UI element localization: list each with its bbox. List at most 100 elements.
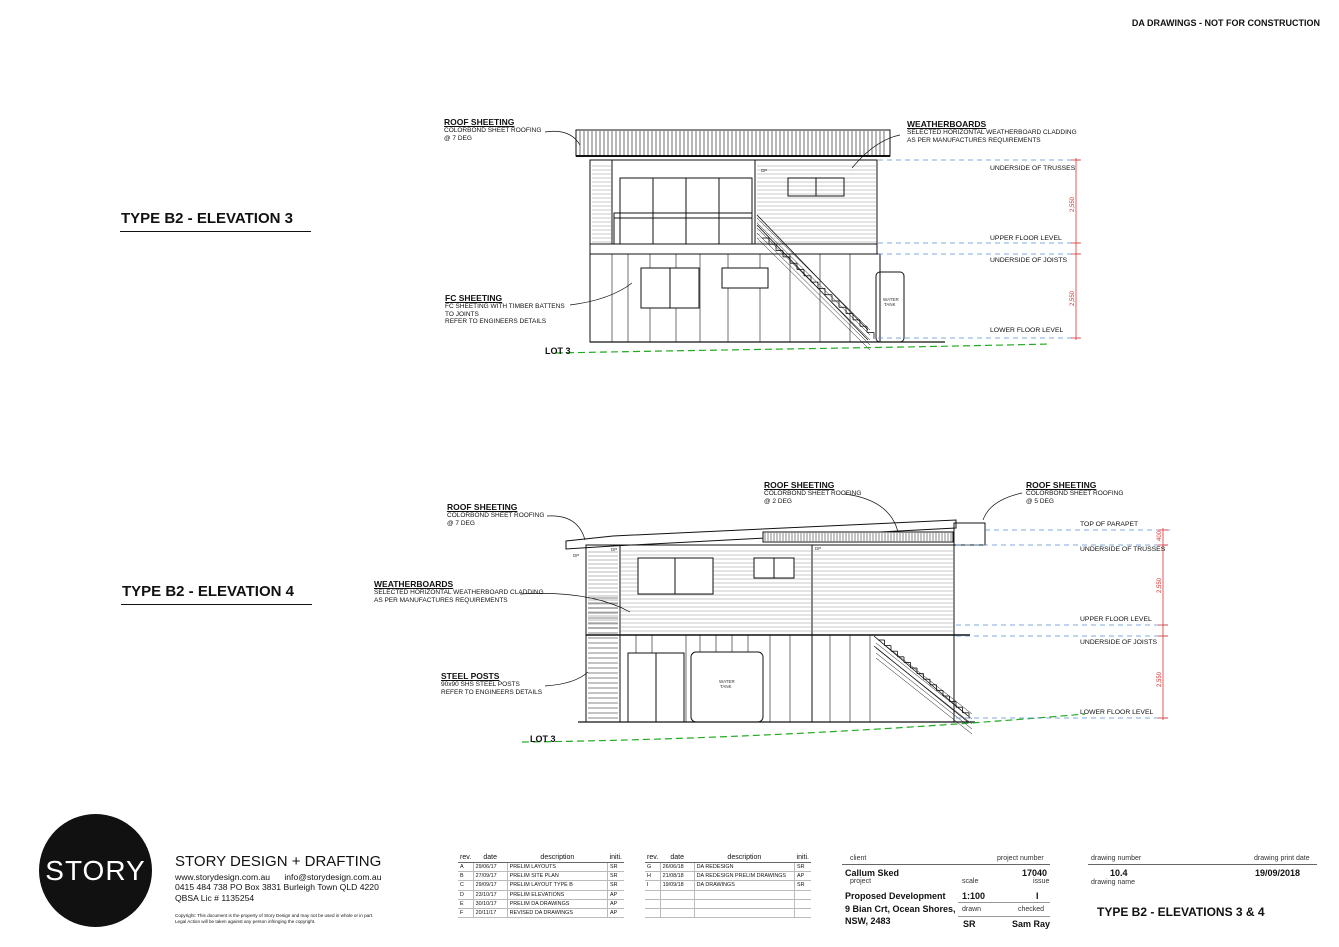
initials-header: initi. bbox=[794, 854, 811, 863]
rev-code: D bbox=[458, 890, 474, 900]
elevation-3-title: TYPE B2 - ELEVATION 3 bbox=[120, 210, 311, 232]
elev4-wb-desc-2: AS PER MANUFACTURES REQUIREMENTS bbox=[374, 596, 508, 604]
elev4-roof2-title: ROOF SHEETING bbox=[764, 480, 835, 490]
project-number: 17040 bbox=[1022, 868, 1048, 878]
rev-code: I bbox=[645, 880, 661, 891]
date-header: date bbox=[473, 854, 508, 863]
rev-description: DA DRAWINGS bbox=[694, 880, 796, 891]
elevation-4-downpipe-label-left: DP bbox=[573, 553, 579, 558]
elevation-4-drawing bbox=[519, 492, 1170, 743]
elevation-4-title: TYPE B2 - ELEVATION 4 bbox=[121, 583, 312, 605]
elev4-lot-label: LOT 3 bbox=[530, 734, 556, 744]
elev3-level-joists: UNDERSIDE OF JOISTS bbox=[990, 257, 1068, 264]
rev-date bbox=[660, 890, 695, 900]
rev-code: E bbox=[458, 899, 474, 909]
print-date-label: drawing print date bbox=[1254, 855, 1310, 862]
elev3-lot-label: LOT 3 bbox=[545, 346, 571, 356]
rev-code: G bbox=[645, 862, 661, 873]
firm-phone-address: 0415 484 738 PO Box 3831 Burleigh Town Q… bbox=[175, 882, 379, 893]
firm-license: QBSA Lic # 1135254 bbox=[175, 892, 255, 903]
rev-description: PRELIM ELEVATIONS bbox=[507, 890, 609, 900]
firm-contact: www.storydesign.com.au info@storydesign.… bbox=[175, 872, 381, 903]
elevation-3-dim-upper: 2,550 bbox=[1070, 196, 1076, 212]
scale-value: 1:100 bbox=[962, 891, 986, 901]
drawing-number: 10.4 bbox=[1110, 868, 1128, 878]
elev4-roof-note-3: ROOF SHEETING COLORBOND SHEET ROOFING @ … bbox=[1026, 480, 1123, 505]
elev3-level-lower-floor: LOWER FLOOR LEVEL bbox=[990, 327, 1064, 334]
drawn-label: drawn bbox=[962, 906, 982, 913]
rev-date: 29/06/17 bbox=[473, 862, 508, 873]
rev-initials bbox=[794, 890, 811, 900]
elev3-wb-desc-1: SELECTED HORIZONTAL WEATHERBOARD CLADDIN… bbox=[907, 129, 1077, 136]
issue-label: issue bbox=[1033, 878, 1050, 885]
elev4-weatherboard-note: WEATHERBOARDS SELECTED HORIZONTAL WEATHE… bbox=[374, 579, 544, 604]
rev-code: C bbox=[458, 880, 474, 891]
elev4-roof1-title: ROOF SHEETING bbox=[447, 502, 518, 512]
rev-description: DA REDESIGN bbox=[694, 862, 796, 873]
elevation-3-tank-label-2: TANK bbox=[884, 302, 896, 307]
rev-date: 29/09/17 bbox=[473, 880, 508, 891]
rev-description: PRELIM LAYOUT TYPE B bbox=[507, 880, 609, 891]
elev4-posts-desc-2: REFER TO ENGINEERS DETAILS bbox=[441, 688, 543, 696]
elev4-roof2-desc-1: COLORBOND SHEET ROOFING bbox=[764, 490, 862, 497]
rev-initials bbox=[794, 899, 811, 909]
rev-header: rev. bbox=[645, 854, 661, 863]
elev4-roof1-desc-2: @ 7 DEG bbox=[447, 519, 475, 527]
project-address-1: 9 Bian Crt, Ocean Shores, bbox=[845, 903, 956, 914]
elevation-4-dim-parapet: 400 bbox=[1157, 530, 1163, 541]
rev-date: 21/08/18 bbox=[660, 871, 695, 882]
rev-code: H bbox=[645, 871, 661, 882]
project-label: project bbox=[850, 878, 872, 885]
elev4-posts-desc-1: 90x90 SHS STEEL POSTS bbox=[441, 681, 520, 688]
not-for-construction-note: DA DRAWINGS - NOT FOR CONSTRUCTION bbox=[1131, 18, 1320, 28]
elevation-4-downpipe-label-right: DP bbox=[815, 546, 821, 551]
rev-initials: SR bbox=[607, 880, 624, 891]
drawing-name-label: drawing name bbox=[1091, 879, 1135, 886]
print-date: 19/09/2018 bbox=[1255, 868, 1301, 878]
description-header: description bbox=[694, 854, 795, 863]
elev4-level-lower-floor: LOWER FLOOR LEVEL bbox=[1080, 709, 1154, 716]
elev3-fc-desc-1: FC SHEETING WITH TIMBER BATTENS bbox=[445, 303, 565, 310]
client-name: Callum Sked bbox=[845, 868, 900, 878]
rev-date: 27/09/17 bbox=[473, 871, 508, 882]
rev-initials: AP bbox=[607, 890, 624, 900]
story-logo: STORY bbox=[39, 814, 152, 927]
issue-value: I bbox=[1036, 891, 1039, 901]
revision-row bbox=[645, 890, 811, 900]
rev-initials: SR bbox=[794, 862, 811, 873]
elev3-fc-desc-3: REFER TO ENGINEERS DETAILS bbox=[445, 318, 547, 326]
rev-description: DA REDESIGN PRELIM DRAWINGS bbox=[694, 871, 796, 882]
elevation-4-downpipe-label-mid: DP bbox=[611, 547, 617, 552]
logo-text: STORY bbox=[45, 854, 146, 886]
firm-name: STORY DESIGN + DRAFTING bbox=[175, 853, 382, 870]
elev3-weatherboard-note: WEATHERBOARDS SELECTED HORIZONTAL WEATHE… bbox=[907, 119, 1077, 144]
elev4-roof3-title: ROOF SHEETING bbox=[1026, 480, 1097, 490]
rev-date: 30/10/17 bbox=[473, 899, 508, 909]
elev4-wb-title: WEATHERBOARDS bbox=[374, 579, 454, 589]
elev3-fc-desc-2: TO JOINTS bbox=[445, 310, 479, 318]
elevation-3-tank-label-1: WATER bbox=[883, 297, 899, 302]
elev4-roof1-desc-1: COLORBOND SHEET ROOFING bbox=[447, 512, 545, 519]
elev4-posts-title: STEEL POSTS bbox=[441, 671, 500, 681]
rev-description bbox=[694, 890, 796, 900]
elev3-roof-desc-2: @ 7 DEG bbox=[444, 134, 472, 142]
elev4-roof3-desc-1: COLORBOND SHEET ROOFING bbox=[1026, 490, 1124, 497]
copyright-note: Copyright: This document is the property… bbox=[175, 913, 390, 924]
elevation-4-dim-lower: 2,550 bbox=[1157, 671, 1163, 687]
rev-initials bbox=[794, 908, 811, 919]
rev-date bbox=[660, 908, 695, 919]
rev-initials: SR bbox=[607, 862, 624, 873]
elev4-roof-note-2: ROOF SHEETING COLORBOND SHEET ROOFING @ … bbox=[764, 480, 861, 505]
elev4-level-upper-floor: UPPER FLOOR LEVEL bbox=[1080, 616, 1152, 623]
elev4-level-trusses: UNDERSIDE OF TRUSSES bbox=[1080, 546, 1166, 553]
rev-description: PRELIM LAYOUTS bbox=[507, 862, 609, 873]
elev3-fc-note: FC SHEETING FC SHEETING WITH TIMBER BATT… bbox=[445, 293, 565, 326]
date-header: date bbox=[660, 854, 695, 863]
